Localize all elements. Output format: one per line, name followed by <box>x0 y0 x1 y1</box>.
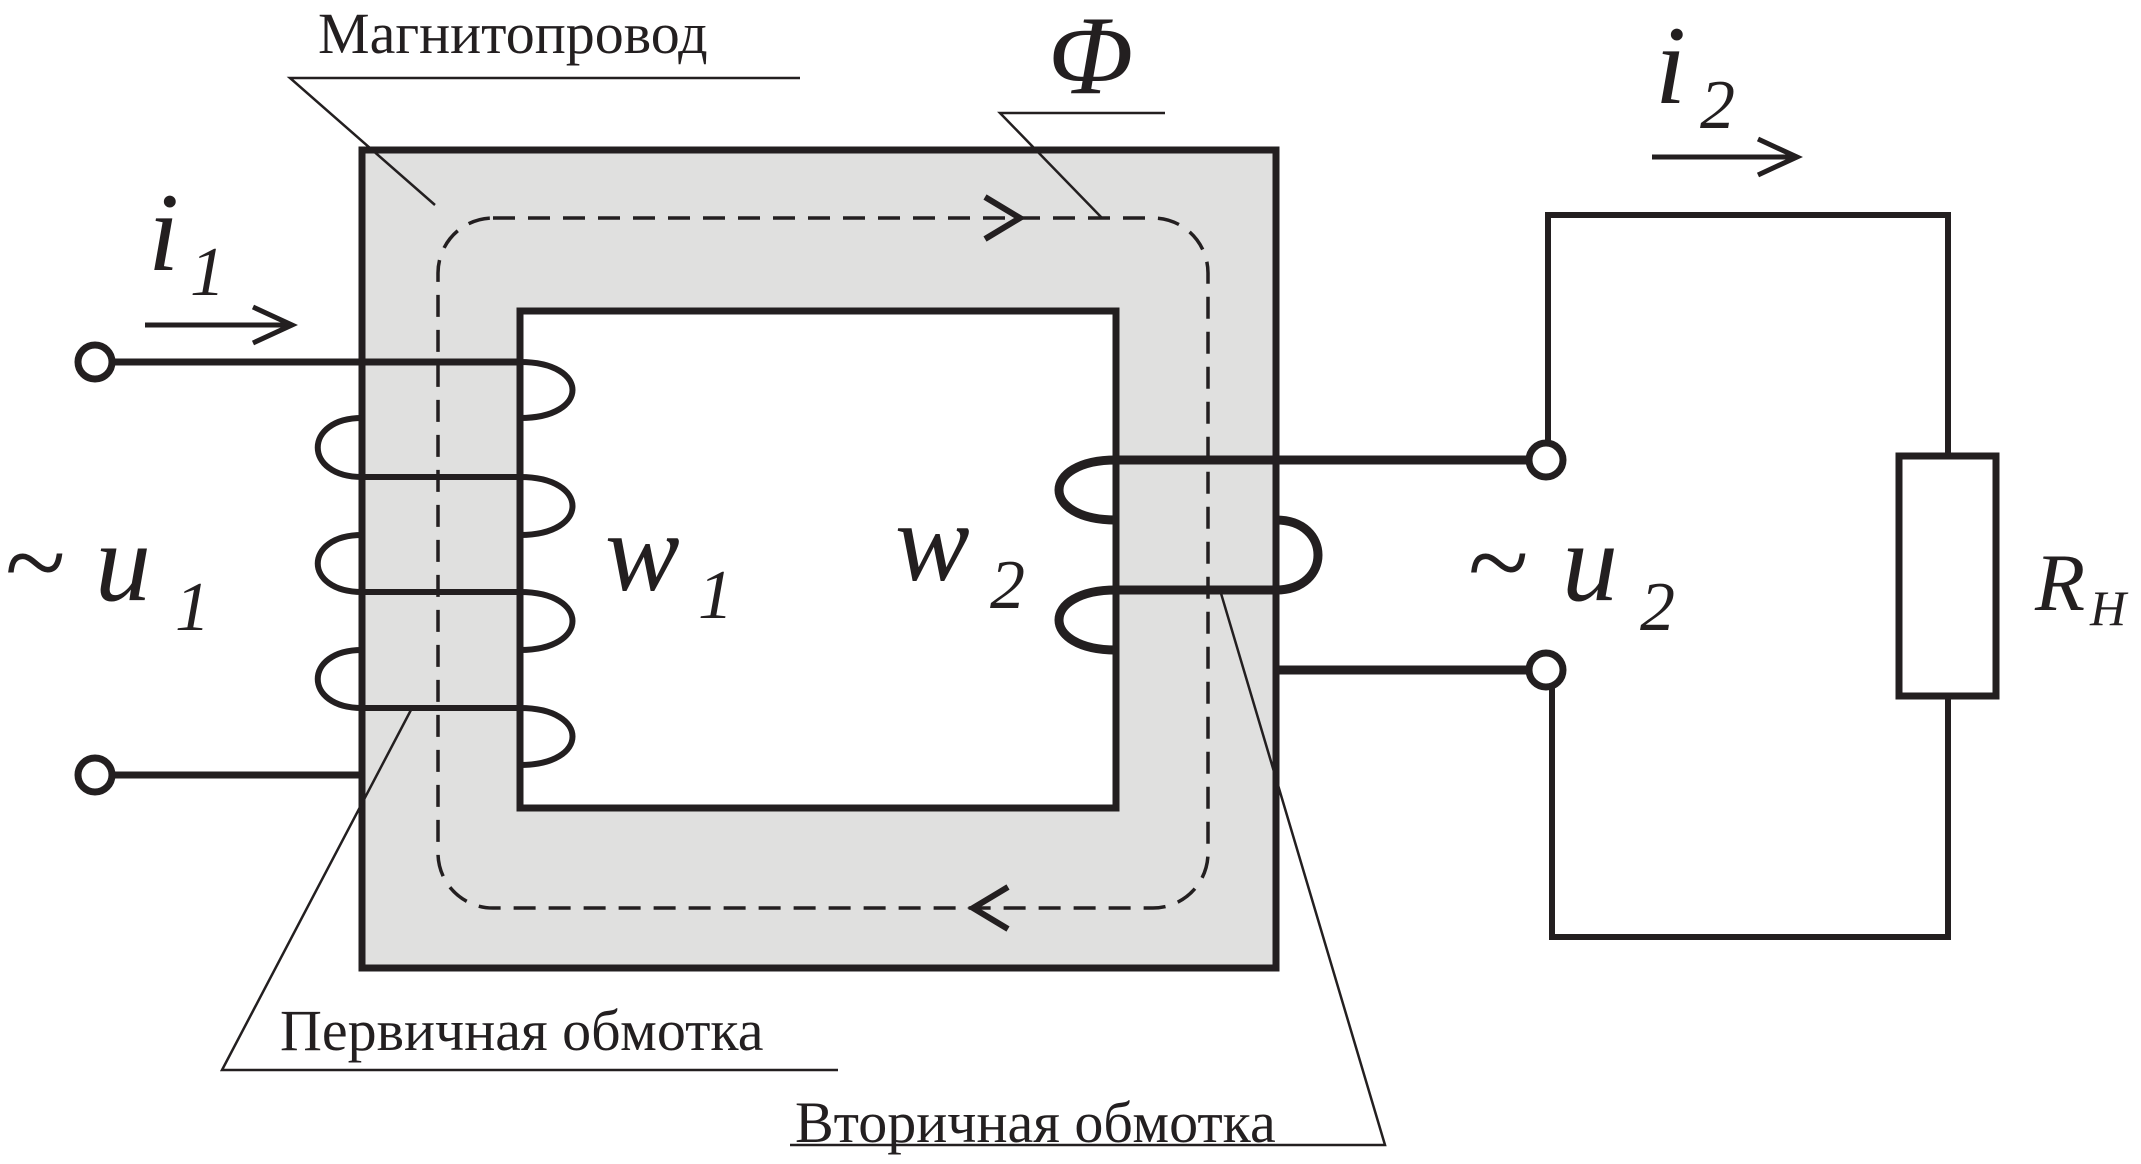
secondary-terminal-top <box>1525 439 1567 481</box>
load-wire <box>1545 212 1951 940</box>
load-resistor <box>1895 452 2000 700</box>
secondary-winding-label: Вторичная обмотка <box>795 1090 1276 1155</box>
primary-winding-leader <box>219 707 838 1072</box>
u1-sub: 1 <box>175 569 210 646</box>
w2-main: w <box>895 481 970 605</box>
primary-terminal-top <box>74 341 116 383</box>
flux-symbol: Φ <box>1048 0 1133 118</box>
primary-winding-label: Первичная обмотка <box>280 998 763 1063</box>
primary-winding <box>314 359 576 768</box>
flux-leader <box>997 111 1165 219</box>
leader-lines <box>219 76 1387 1147</box>
flux-arrow-top <box>983 194 1026 242</box>
secondary-terminal-bottom <box>1525 649 1567 691</box>
primary-terminal-bottom <box>74 754 116 796</box>
w1-main: w <box>605 491 680 615</box>
secondary-winding-front-loops <box>1054 455 1117 655</box>
w1-symbol: w 1 <box>605 491 733 634</box>
i1-symbol: i 1 <box>148 171 225 311</box>
magnetic-core <box>358 146 1280 972</box>
u1-main: u <box>95 501 151 625</box>
secondary-winding-back-loop <box>1275 515 1323 595</box>
u2-main: u <box>1562 501 1618 625</box>
u2-sub: 2 <box>1640 569 1675 646</box>
i2-sub: 2 <box>1700 67 1735 144</box>
i1-main: i <box>148 171 179 295</box>
i2-arrow-head <box>1756 136 1803 178</box>
primary-winding-crossings <box>362 474 520 711</box>
u2-tilde: ~ <box>1468 501 1529 625</box>
rh-sub: H <box>2089 580 2129 636</box>
core-leader <box>286 76 800 206</box>
core-body <box>358 146 1280 972</box>
i1-arrow-head <box>251 304 298 346</box>
flux-loop <box>436 216 1210 910</box>
core-label: Магнитопровод <box>318 1 708 66</box>
secondary-winding-leader <box>790 589 1387 1147</box>
w2-sub: 2 <box>990 547 1025 624</box>
rh-symbol: R H <box>2034 537 2129 636</box>
w2-symbol: w 2 <box>895 481 1025 624</box>
u1-symbol: ~ u 1 <box>5 501 210 646</box>
w1-sub: 1 <box>698 557 733 634</box>
primary-winding-front-loops <box>519 359 576 768</box>
u1-tilde: ~ <box>5 501 66 625</box>
rh-main: R <box>2034 537 2085 628</box>
i2-main: i <box>1655 4 1686 128</box>
flux-arrow-bottom <box>967 884 1010 932</box>
primary-circuit <box>74 304 576 796</box>
secondary-circuit <box>1054 136 2000 940</box>
flux-path <box>436 194 1210 932</box>
primary-winding-back-loops <box>314 415 363 711</box>
i1-sub: 1 <box>190 234 225 311</box>
u2-symbol: ~ u 2 <box>1468 501 1675 646</box>
i2-symbol: i 2 <box>1655 4 1735 144</box>
